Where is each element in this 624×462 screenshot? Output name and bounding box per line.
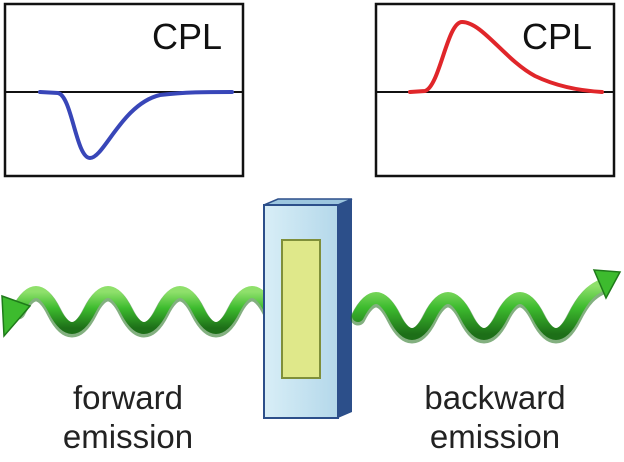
backward-wave-body xyxy=(352,280,606,340)
device-emissive-film xyxy=(281,239,321,379)
backward-wave-arrowhead xyxy=(592,269,622,300)
forward-emission-wave xyxy=(1,286,304,338)
backward-emission-wave xyxy=(350,269,622,344)
backward-emission-caption: backward emission xyxy=(385,378,605,456)
right-cpl-curve xyxy=(408,19,604,94)
left-cpl-curve xyxy=(38,90,234,161)
forward-emission-caption: forward emission xyxy=(18,378,238,456)
glass-plate-device xyxy=(263,198,353,419)
backward-caption-line-1: backward xyxy=(424,379,566,416)
forward-wave-tail-arrowhead xyxy=(1,294,32,338)
forward-caption-line-2: emission xyxy=(62,418,194,455)
right-cpl-label: CPL xyxy=(522,16,592,57)
backward-caption-line-2: emission xyxy=(429,418,561,455)
left-panel-frame xyxy=(3,2,245,178)
left-cpl-label: CPL xyxy=(152,16,222,57)
forward-wave-body xyxy=(12,286,302,334)
forward-caption-line-1: forward xyxy=(72,379,184,416)
left-cpl-panel: CPL xyxy=(3,2,245,178)
device-side-edge xyxy=(338,199,352,418)
right-cpl-panel: CPL xyxy=(374,2,616,178)
